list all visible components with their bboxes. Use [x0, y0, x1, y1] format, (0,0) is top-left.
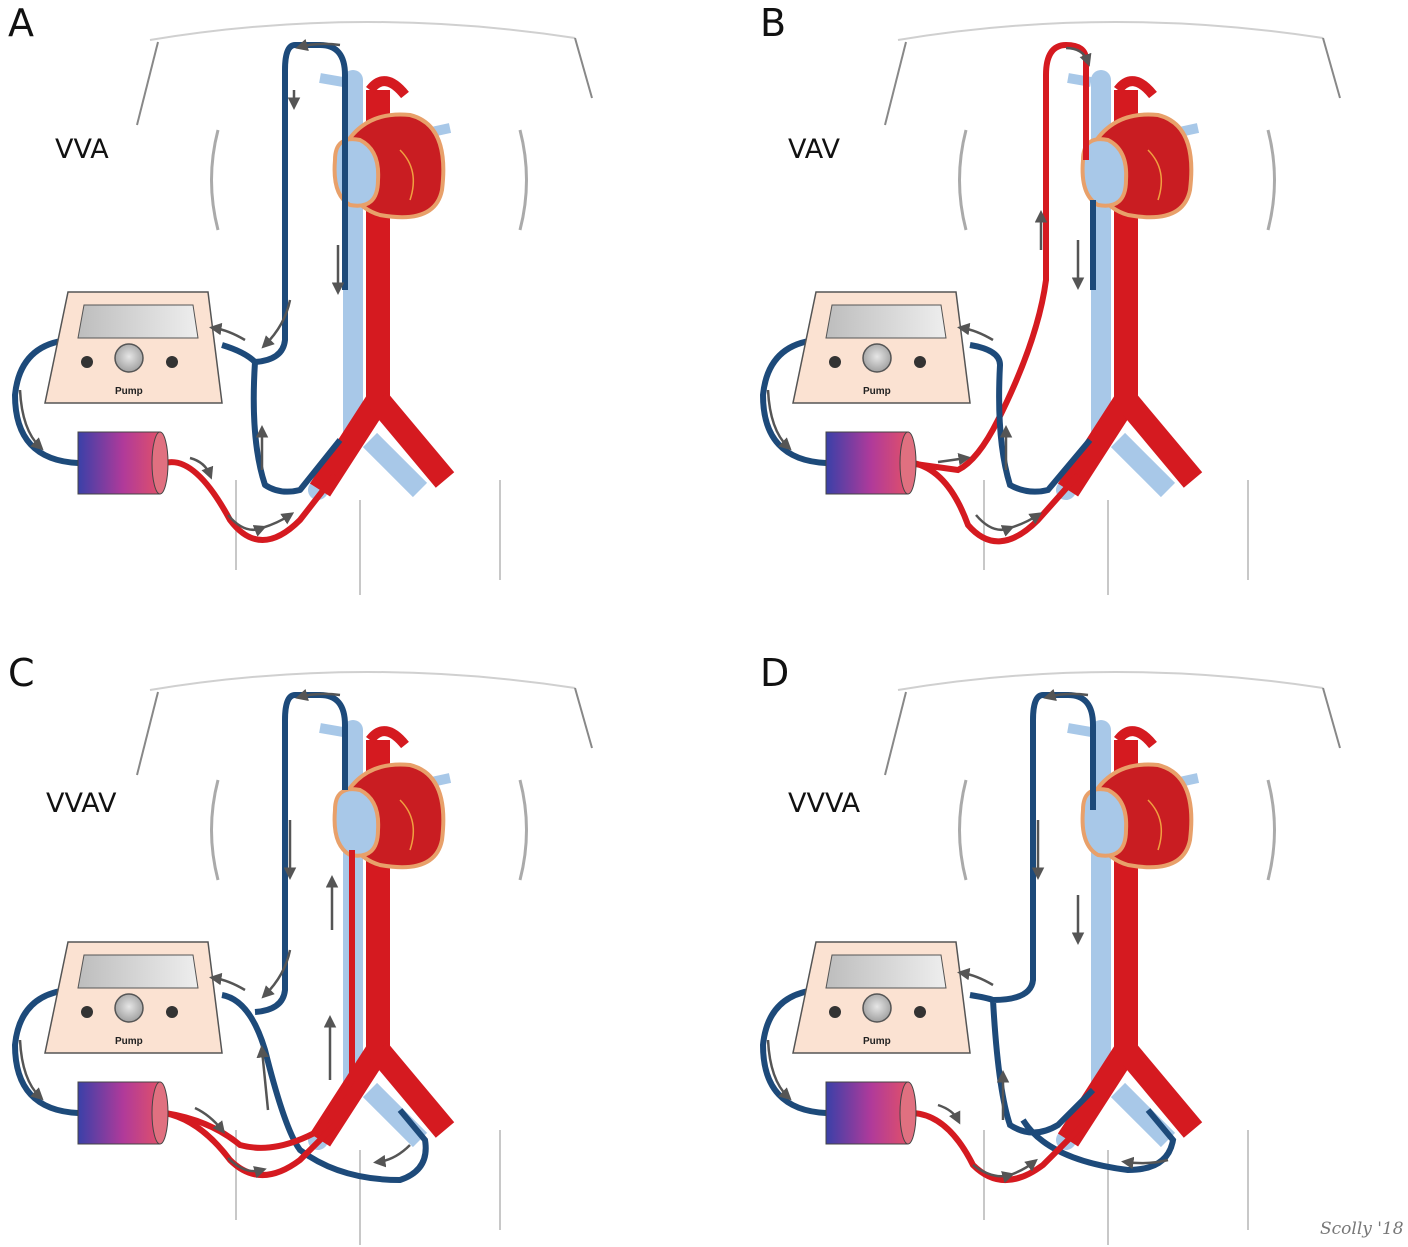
oxygenator [825, 1081, 917, 1145]
panel-letter: C [8, 651, 35, 695]
panel-c: C VVAV Pump [8, 651, 594, 1247]
arterial-venous-return-tube [164, 850, 355, 1151]
panel-letter: D [760, 651, 789, 695]
panel-b: B VAV Pump [759, 1, 1342, 597]
oxygenator [825, 431, 917, 495]
flow-arrows [766, 46, 1092, 537]
pump-label: Pump [115, 1036, 143, 1047]
venous-cannula-tube [254, 692, 348, 1015]
configuration-label: VAV [788, 134, 840, 165]
pump-label: Pump [115, 386, 143, 397]
flow-arrows [18, 38, 345, 537]
venous-femoral-tube [221, 992, 429, 1184]
panel-a: A VVA Pump [8, 1, 594, 597]
pump-to-oxygenator-tube [759, 337, 827, 466]
configuration-label: VVAV [46, 788, 117, 819]
pump-to-oxygenator-tube [11, 337, 79, 466]
venous-femoral-tube [1020, 1108, 1177, 1174]
arterial-return-tube [164, 459, 338, 543]
panel-letter: A [8, 1, 34, 45]
venous-cannula-tube [250, 42, 348, 495]
arterial-femoral-tube [912, 460, 1081, 545]
configuration-label: VVA [55, 134, 109, 165]
venous-cannula-tube [989, 692, 1096, 1136]
panel-letter: B [760, 1, 786, 45]
arterial-return-tube [907, 41, 1089, 474]
flow-arrows [766, 688, 1169, 1184]
heart-and-great-vessels [1066, 728, 1198, 1140]
pump-inlet-tube [969, 992, 995, 1003]
oxygenator [77, 431, 169, 495]
artist-signature: Scolly '18 [1320, 1219, 1404, 1239]
flow-arrows [18, 688, 411, 1179]
pump-inlet-tube [221, 342, 258, 365]
configuration-label: VVVA [788, 788, 861, 819]
pump-label: Pump [863, 1036, 891, 1047]
pump-to-oxygenator-tube [759, 987, 827, 1116]
pump-label: Pump [863, 386, 891, 397]
panel-d: D VVVA Pump [759, 651, 1342, 1247]
pump-to-oxygenator-tube [11, 987, 79, 1116]
heart-and-great-vessels [318, 728, 450, 1140]
oxygenator [77, 1081, 169, 1145]
